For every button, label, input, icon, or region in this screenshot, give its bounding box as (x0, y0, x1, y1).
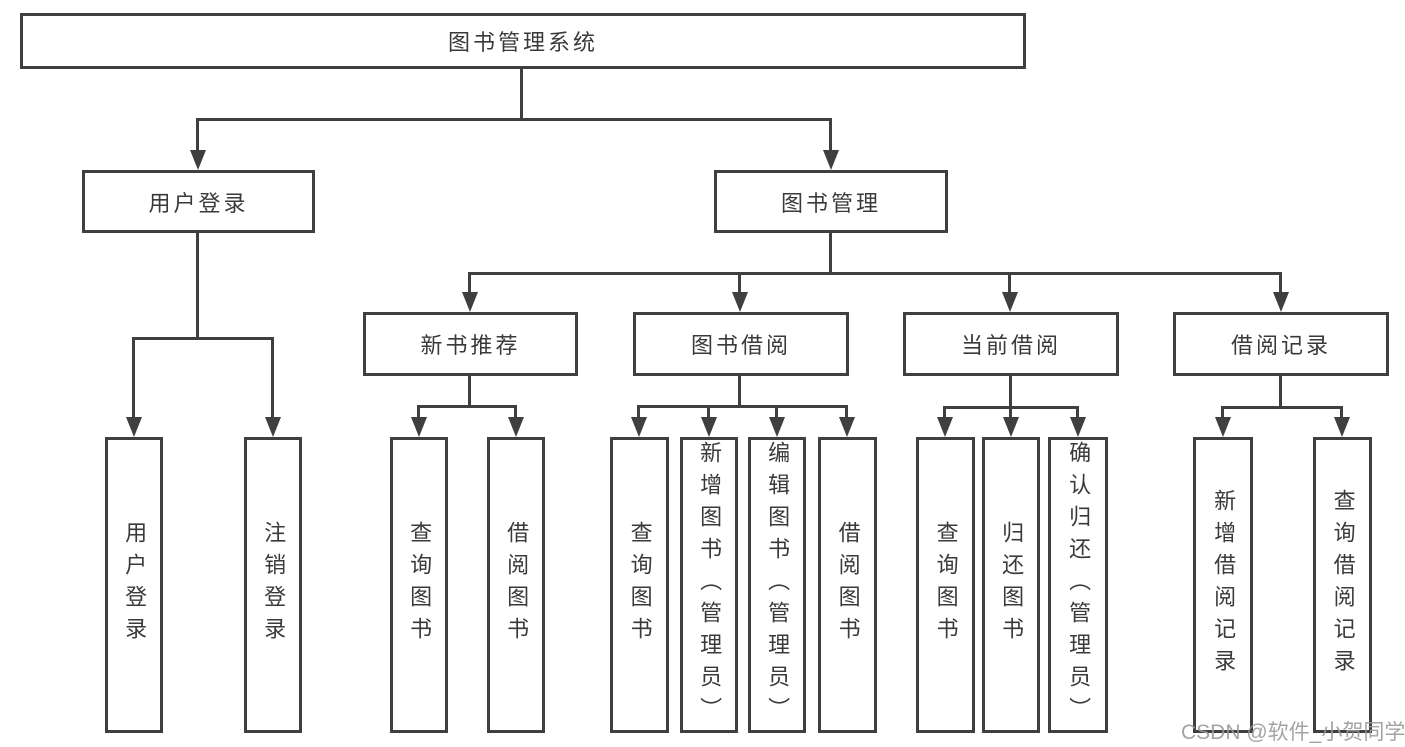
arrow-down-icon (839, 417, 855, 437)
arrow-down-icon (701, 417, 717, 437)
leaf-return-book: 归还图书 (982, 437, 1040, 733)
connector-line (196, 233, 199, 339)
connector-line (417, 405, 517, 408)
leaf-query-books-borrow-label: 查询图书 (627, 521, 653, 649)
node-book-borrow: 图书借阅 (633, 312, 849, 376)
arrow-down-icon (937, 417, 953, 437)
connector-line (829, 233, 832, 274)
leaf-edit-book-admin: 编辑图书（管理员） (748, 437, 806, 733)
node-borrow-records: 借阅记录 (1173, 312, 1389, 376)
connector-line (520, 68, 523, 121)
leaf-borrow-books: 借阅图书 (818, 437, 877, 733)
connector-line (417, 405, 420, 419)
leaf-user-login-label: 用户登录 (122, 521, 148, 649)
leaf-query-borrow-record-label: 查询借阅记录 (1330, 489, 1356, 681)
connector-line (829, 118, 832, 152)
leaf-query-books-recommend-label: 查询图书 (407, 521, 433, 649)
leaf-logout: 注销登录 (244, 437, 302, 733)
arrow-down-icon (1003, 417, 1019, 437)
connector-line (1009, 376, 1012, 407)
arrow-down-icon (1273, 292, 1289, 312)
connector-line (132, 337, 135, 418)
connector-line (468, 376, 471, 407)
arrow-down-icon (462, 292, 478, 312)
arrow-down-icon (823, 150, 839, 170)
connector-line (1279, 272, 1282, 295)
connector-line (197, 118, 832, 121)
node-borrow-records-label: 借阅记录 (1230, 333, 1331, 358)
leaf-add-book-admin: 新增图书（管理员） (680, 437, 738, 733)
connector-line (775, 405, 778, 419)
connector-line (1076, 406, 1079, 419)
leaf-confirm-return-admin-label: 确认归还（管理员） (1066, 441, 1092, 729)
node-book-borrow-label: 图书借阅 (690, 333, 791, 358)
node-current-borrow-label: 当前借阅 (960, 333, 1061, 358)
leaf-user-login: 用户登录 (105, 437, 163, 733)
connector-line (1008, 272, 1011, 295)
connector-line (132, 337, 274, 340)
connector-line (845, 405, 848, 419)
leaf-edit-book-admin-label: 编辑图书（管理员） (765, 441, 791, 729)
connector-line (707, 405, 710, 419)
leaf-add-book-admin-label: 新增图书（管理员） (697, 441, 723, 729)
leaf-borrow-books-label: 借阅图书 (835, 521, 861, 649)
node-current-borrow: 当前借阅 (903, 312, 1119, 376)
node-user-login-label: 用户登录 (148, 190, 249, 216)
node-root-label: 图书管理系统 (447, 30, 598, 55)
connector-line (271, 337, 274, 418)
connector-line (468, 272, 471, 295)
connector-line (468, 272, 1282, 275)
leaf-return-book-label: 归还图书 (999, 521, 1025, 649)
connector-line (943, 406, 946, 419)
connector-line (637, 405, 640, 419)
arrow-down-icon (1215, 417, 1231, 437)
arrow-down-icon (1334, 417, 1350, 437)
connector-line (637, 405, 848, 408)
arrow-down-icon (126, 417, 142, 437)
leaf-query-books-current-label: 查询图书 (933, 521, 959, 649)
connector-line (1221, 406, 1224, 419)
leaf-logout-label: 注销登录 (261, 521, 287, 649)
arrow-down-icon (190, 150, 206, 170)
node-root: 图书管理系统 (20, 13, 1026, 69)
connector-line (1340, 406, 1343, 419)
node-book-management-label: 图书管理 (780, 190, 881, 216)
watermark-text: CSDN @软件_小贺同学 (1181, 721, 1405, 744)
connector-line (1221, 406, 1343, 409)
arrow-down-icon (732, 292, 748, 312)
leaf-query-books-recommend: 查询图书 (390, 437, 448, 733)
arrow-down-icon (769, 417, 785, 437)
arrow-down-icon (411, 417, 427, 437)
leaf-confirm-return-admin: 确认归还（管理员） (1048, 437, 1108, 733)
connector-line (1009, 406, 1012, 419)
leaf-borrow-books-recommend-label: 借阅图书 (504, 521, 530, 649)
connector-line (1279, 376, 1282, 407)
connector-line (196, 118, 199, 152)
node-user-login: 用户登录 (82, 170, 315, 233)
node-new-book-recommend: 新书推荐 (363, 312, 578, 376)
leaf-add-borrow-record: 新增借阅记录 (1193, 437, 1253, 733)
leaf-query-borrow-record: 查询借阅记录 (1313, 437, 1372, 733)
leaf-query-books-current: 查询图书 (916, 437, 975, 733)
arrow-down-icon (508, 417, 524, 437)
leaf-add-borrow-record-label: 新增借阅记录 (1211, 489, 1237, 681)
arrow-down-icon (265, 417, 281, 437)
connector-line (738, 376, 741, 407)
leaf-query-books-borrow: 查询图书 (610, 437, 669, 733)
connector-line (738, 272, 741, 295)
arrow-down-icon (631, 417, 647, 437)
connector-line (514, 405, 517, 419)
node-new-book-recommend-label: 新书推荐 (420, 333, 521, 358)
node-book-management: 图书管理 (714, 170, 948, 233)
arrow-down-icon (1070, 417, 1086, 437)
arrow-down-icon (1002, 292, 1018, 312)
leaf-borrow-books-recommend: 借阅图书 (487, 437, 545, 733)
